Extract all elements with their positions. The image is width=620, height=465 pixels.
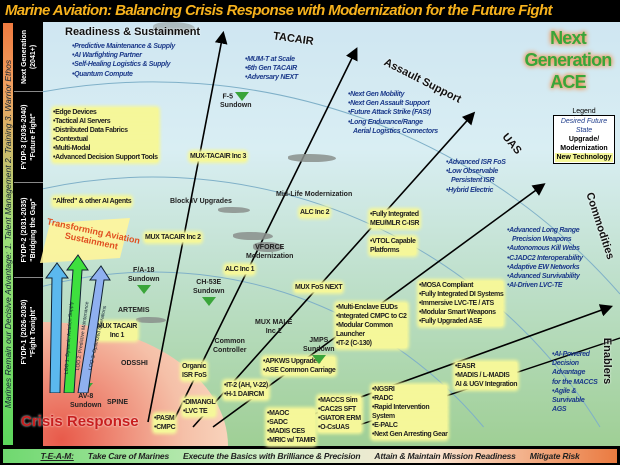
- crisis-response-label: Crisis Response: [21, 413, 139, 430]
- item-mosa: •MOSA Compliant•Fully Integrated DI Syst…: [419, 281, 504, 326]
- team-lead: T-E-A-M:: [40, 451, 74, 461]
- item-pasm: •PASM•CMPC: [154, 414, 176, 432]
- loo2-arrow: [63, 254, 89, 393]
- loo3-arrow: [77, 265, 111, 393]
- item-apkws: •APKWS Upgrades•ASE Common Carriage: [263, 357, 336, 375]
- team-a: Attain & Maintain Mission Readiness: [374, 451, 516, 461]
- desired-readiness: •Predictive Maintenance & Supply•AI Warf…: [72, 43, 175, 78]
- item-multi-enclave: •Multi-Enclave EUDs•Integrated CMPC to C…: [336, 303, 407, 348]
- aircraft-artemis-icon: [136, 317, 166, 323]
- decisive-advantage-text: Marines Remain our Decisive Advantage: 1…: [3, 59, 13, 409]
- fydp-2: FYDP-2 (2031-2035)"Bridging the Gap": [14, 183, 43, 278]
- arrow-readiness: [147, 30, 228, 423]
- sundown-triangle-icon: [201, 297, 216, 306]
- item-alfred: "Alfred" & other AI Agents: [53, 197, 132, 206]
- aircraft-silhouette-icon: [153, 22, 195, 34]
- item-maccs: •MACCS Sim•CAC2S SFT•GIATOR ERM•O-CsUAS: [318, 396, 361, 432]
- fydp-next-gen: Next Generation(2041+): [14, 22, 43, 92]
- era-arc-next-gen: [43, 81, 620, 295]
- item-it2: •IT-2 (AH, V-22)•H-1 DAIRCM: [224, 381, 268, 399]
- item-alc-inc-1: ALC Inc 1: [225, 265, 255, 274]
- legend-title: Legend: [572, 108, 596, 115]
- aircraft-v22-icon: [253, 242, 283, 252]
- sundown-triangle-icon: [136, 285, 151, 294]
- desired-uas: •Advanced ISR FoS•Low Observable Persist…: [446, 159, 506, 194]
- sundown-triangle-icon: [311, 355, 326, 364]
- legend-new: New Technology: [555, 153, 613, 162]
- label-odsshi: ODSSHI: [121, 360, 148, 367]
- aircraft-f35-icon: [218, 207, 250, 213]
- sundown-f5: F-5 Sundown: [220, 92, 252, 110]
- team-e: Execute the Basics with Brilliance & Pre…: [183, 451, 361, 461]
- item-mux-tacair-2: MUX TACAIR Inc 2: [145, 233, 201, 242]
- legend: Legend Desired Future State Upgrade/ Mod…: [553, 108, 615, 164]
- label-mid-life: Mid-Life Modernization: [276, 191, 353, 198]
- heading-readiness: Readiness & Sustainment: [65, 26, 201, 38]
- team-t: Take Care of Marines: [87, 451, 169, 461]
- sustainment-burst-icon: [40, 218, 130, 263]
- label-artemis: ARTEMIS: [118, 307, 150, 314]
- sundown-triangle-icon: [234, 92, 249, 101]
- loo-arrows: [40, 218, 130, 393]
- legend-upgrade: Upgrade/ Modernization: [560, 136, 608, 152]
- item-mux-fos-next: MUX FoS NEXT: [295, 283, 343, 292]
- fydp-column: Next Generation(2041+) FYDP-3 (2036-2040…: [14, 22, 43, 385]
- item-dimangl: •DIMANGL•LVC TE: [183, 398, 216, 416]
- loo1-arrow: [45, 262, 69, 393]
- arrow-assault: [192, 111, 476, 428]
- team-m: Mitigate Risk: [529, 451, 580, 461]
- legend-desired: Desired Future State: [560, 118, 608, 134]
- desired-tacair: •MUM-T at Scale•6th Gen TACAIR•Adversary…: [245, 56, 298, 82]
- label-block-iv: Block IV Upgrades: [170, 198, 232, 205]
- aircraft-kc130-icon: [288, 154, 336, 162]
- era-arc-fydp2: [43, 271, 484, 428]
- item-maoc: •MAOC•SADC•MADIS CES•MRIC w/ TAMIR: [267, 409, 316, 445]
- label-spine: SPINE: [107, 399, 129, 406]
- item-alc-inc-2: ALC Inc 2: [300, 208, 330, 217]
- page-title: Marine Aviation: Balancing Crisis Respon…: [0, 0, 620, 22]
- desired-commodities: •Advanced Long Range Precision Weapons•A…: [507, 227, 583, 290]
- fydp-3: FYDP-3 (2036-2040)"Future Fight": [14, 92, 43, 183]
- desired-assault: •Next Gen Mobility•Next Gen Assault Supp…: [348, 91, 438, 135]
- aircraft-c130-icon: [233, 232, 273, 240]
- era-arc-fydp3: [43, 176, 601, 428]
- team-banner: T-E-A-M: Take Care of Marines Execute th…: [2, 448, 618, 464]
- item-mux-tacair-3: MUX-TACAIR Inc 3: [190, 152, 247, 161]
- fydp-1: FYDP-1 (2026-2030)"Fight Tonight": [20, 299, 37, 364]
- heading-enablers: Enablers: [601, 337, 614, 385]
- item-edge-devices: •Edge Devices•Tactical AI Servers•Distri…: [53, 108, 158, 162]
- decisive-advantage-bar: Marines Remain our Decisive Advantage: 1…: [2, 22, 14, 446]
